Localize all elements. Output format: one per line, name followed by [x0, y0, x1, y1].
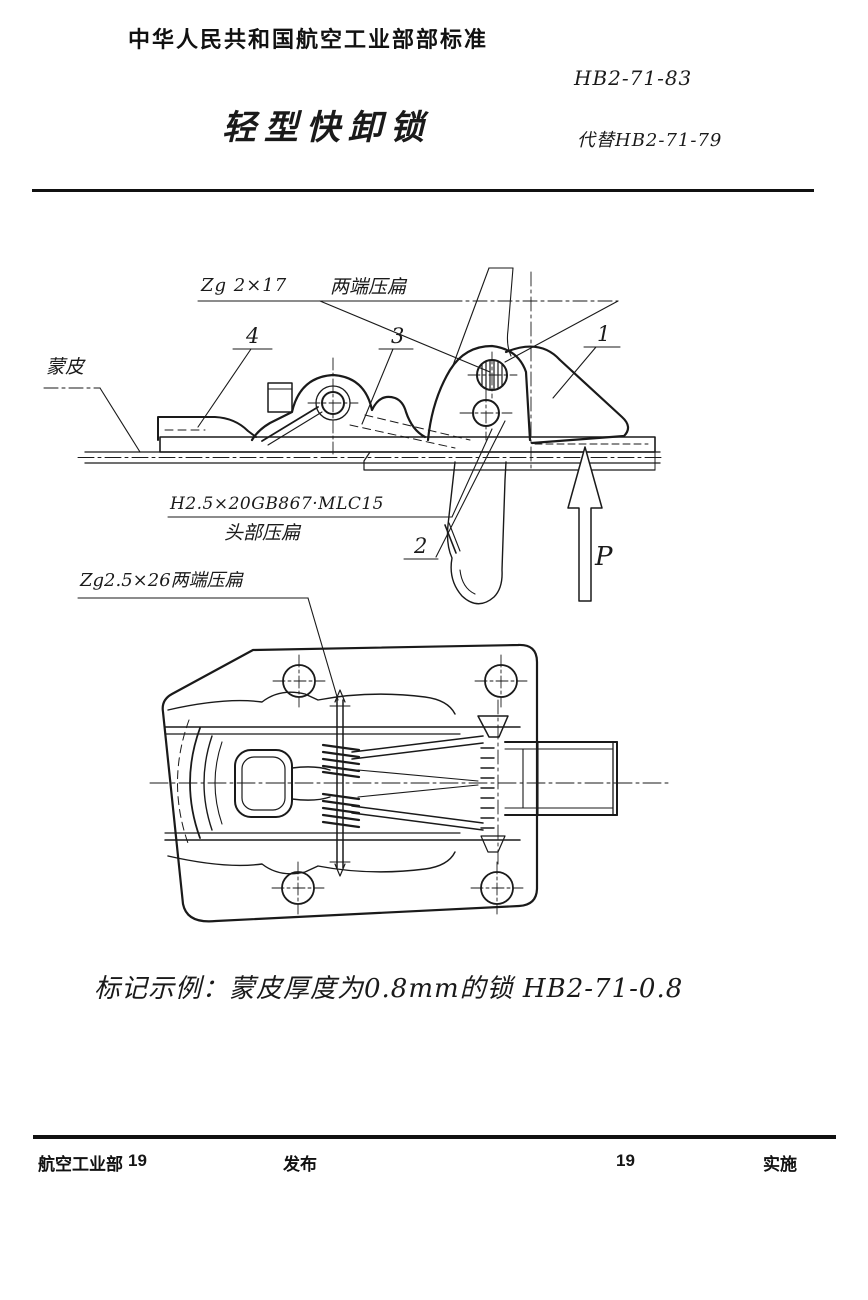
footer-rule	[33, 1135, 836, 1139]
label-load-force: P	[595, 542, 613, 572]
label-part-3: 3	[391, 324, 405, 348]
label-pin-spec-bottom: Zg2.5×26两端压扁	[80, 570, 243, 591]
label-pin-spec-top: Zg 2×17	[201, 275, 288, 296]
footer-implement-year: 19	[616, 1151, 635, 1170]
label-head-flattened: 头部压扁	[224, 522, 301, 544]
standard-number: HB2-71-83	[574, 66, 693, 90]
side-view-drawing	[43, 267, 666, 701]
footer-publish-label: 发布	[283, 1155, 317, 1174]
label-screw-spec: H2.5×20GB867·MLC15	[170, 494, 384, 514]
label-part-1: 1	[597, 322, 611, 346]
label-both-ends-flattened: 两端压扁	[330, 276, 407, 298]
marking-example: 标记示例：蒙皮厚度为0.8mm的锁 HB2-71-0.8	[94, 974, 684, 1004]
replaces-note: 代替HB2-71-79	[577, 130, 723, 151]
footer-issue-year: 19	[128, 1151, 147, 1170]
label-part-2: 2	[414, 534, 428, 558]
label-skin: 蒙皮	[46, 356, 85, 378]
header-rule	[32, 189, 814, 192]
plan-view-drawing	[149, 643, 669, 923]
label-part-4: 4	[246, 324, 260, 348]
footer-issuer: 航空工业部	[38, 1155, 123, 1174]
organization-title: 中华人民共和国航空工业部部标准	[128, 27, 489, 52]
document-title: 轻型快卸锁	[222, 108, 432, 148]
load-arrow	[567, 446, 603, 602]
footer-implement-label: 实施	[763, 1155, 797, 1174]
footer: 航空工业部 19 发布 19 实施	[0, 1150, 868, 1180]
